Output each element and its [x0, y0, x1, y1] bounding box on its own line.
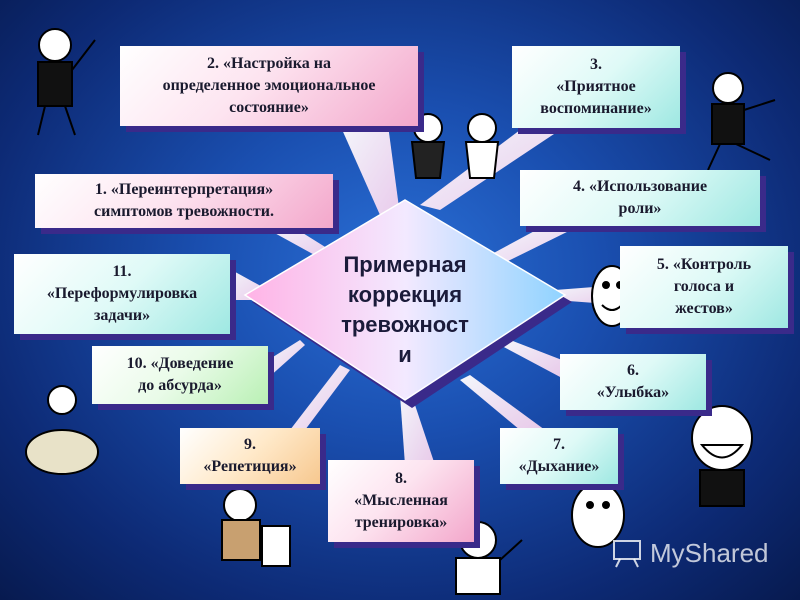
card-10-line-1: 10. «Доведение: [126, 355, 234, 372]
card-9-line-2: «Репетиция»: [203, 458, 297, 475]
center-line-3: тревожност: [341, 312, 469, 337]
card-9-line-1: 9.: [244, 436, 256, 453]
cartoon-reporter-icon: [221, 488, 291, 567]
myshared-watermark: MyShared: [612, 538, 769, 569]
cartoon-smiling-man-icon: [691, 405, 753, 507]
presentation-board-icon: [613, 539, 641, 567]
ray-1: [260, 225, 330, 258]
card-7-breathing: 7. «Дыхание»: [500, 428, 618, 484]
card-5-line-2: голоса и: [673, 278, 735, 295]
ray-4: [490, 228, 575, 265]
cartoon-child-coins-icon: [25, 385, 99, 475]
card-11-line-2: «Переформулировка: [46, 285, 198, 302]
card-10-reductio-ad-absurdum: 10. «Доведение до абсурда»: [92, 346, 268, 404]
card-6-line-1: 6.: [626, 362, 639, 379]
card-2-line-1: 2. «Настройка на: [207, 55, 331, 72]
center-title: Примерная коррекция тревожност и: [320, 250, 490, 370]
card-11-line-3: задачи»: [93, 307, 151, 324]
card-4-line-1: 4. «Использование: [572, 178, 708, 195]
card-5-voice-gesture-control: 5. «Контроль голоса и жестов»: [620, 246, 788, 328]
card-6-smile: 6. «Улыбка»: [560, 354, 706, 410]
center-line-2: коррекция: [347, 282, 463, 307]
card-1-reinterpretation: 1. «Переинтерпретация» симптомов тревожн…: [35, 174, 333, 228]
card-9-rehearsal: 9. «Репетиция»: [180, 428, 320, 484]
center-diamond: [243, 199, 567, 401]
card-7-line-1: 7.: [552, 436, 565, 453]
card-6-line-2: «Улыбка»: [596, 384, 670, 401]
center-line-4: и: [398, 342, 412, 367]
ray-8: [400, 390, 435, 465]
card-5-line-1: 5. «Контроль: [656, 256, 752, 273]
card-2-emotional-state: 2. «Настройка на определенное эмоциональ…: [120, 46, 418, 126]
card-4-line-2: роли»: [618, 200, 662, 217]
cartoon-man-waving-icon: [37, 28, 96, 136]
card-3-line-2: «Приятное: [556, 78, 636, 95]
card-10-line-2: до абсурда»: [138, 377, 222, 394]
center-line-1: Примерная: [343, 252, 467, 277]
card-8-line-3: тренировка»: [354, 514, 448, 531]
ray-2: [340, 125, 400, 215]
card-5-line-3: жестов»: [675, 300, 733, 317]
cartoon-couple-talking-icon: [410, 113, 500, 179]
card-3-line-3: воспоминание»: [540, 100, 652, 117]
cartoon-man-shouting-icon: [707, 72, 776, 171]
ray-6: [500, 338, 562, 378]
card-4-role-use: 4. «Использование роли»: [520, 170, 760, 226]
card-8-line-2: «Мысленная: [354, 492, 448, 509]
card-2-line-3: состояние»: [229, 99, 309, 116]
card-3-line-1: 3.: [589, 56, 602, 73]
card-11-reformulation: 11. «Переформулировка задачи»: [14, 254, 230, 334]
ray-10: [265, 340, 305, 378]
watermark-text: MyShared: [650, 538, 769, 568]
card-7-line-2: «Дыхание»: [518, 458, 600, 475]
card-8-line-1: 8.: [395, 470, 407, 487]
ray-9: [290, 365, 350, 430]
card-8-mental-training: 8. «Мысленная тренировка»: [328, 460, 474, 542]
ray-7: [460, 375, 545, 430]
card-1-line-2: симптомов тревожности.: [94, 203, 274, 220]
card-3-pleasant-memory: 3. «Приятное воспоминание»: [512, 46, 680, 128]
card-11-line-1: 11.: [112, 263, 132, 280]
card-1-line-1: 1. «Переинтерпретация»: [94, 181, 274, 198]
card-2-line-2: определенное эмоциональное: [162, 77, 376, 94]
